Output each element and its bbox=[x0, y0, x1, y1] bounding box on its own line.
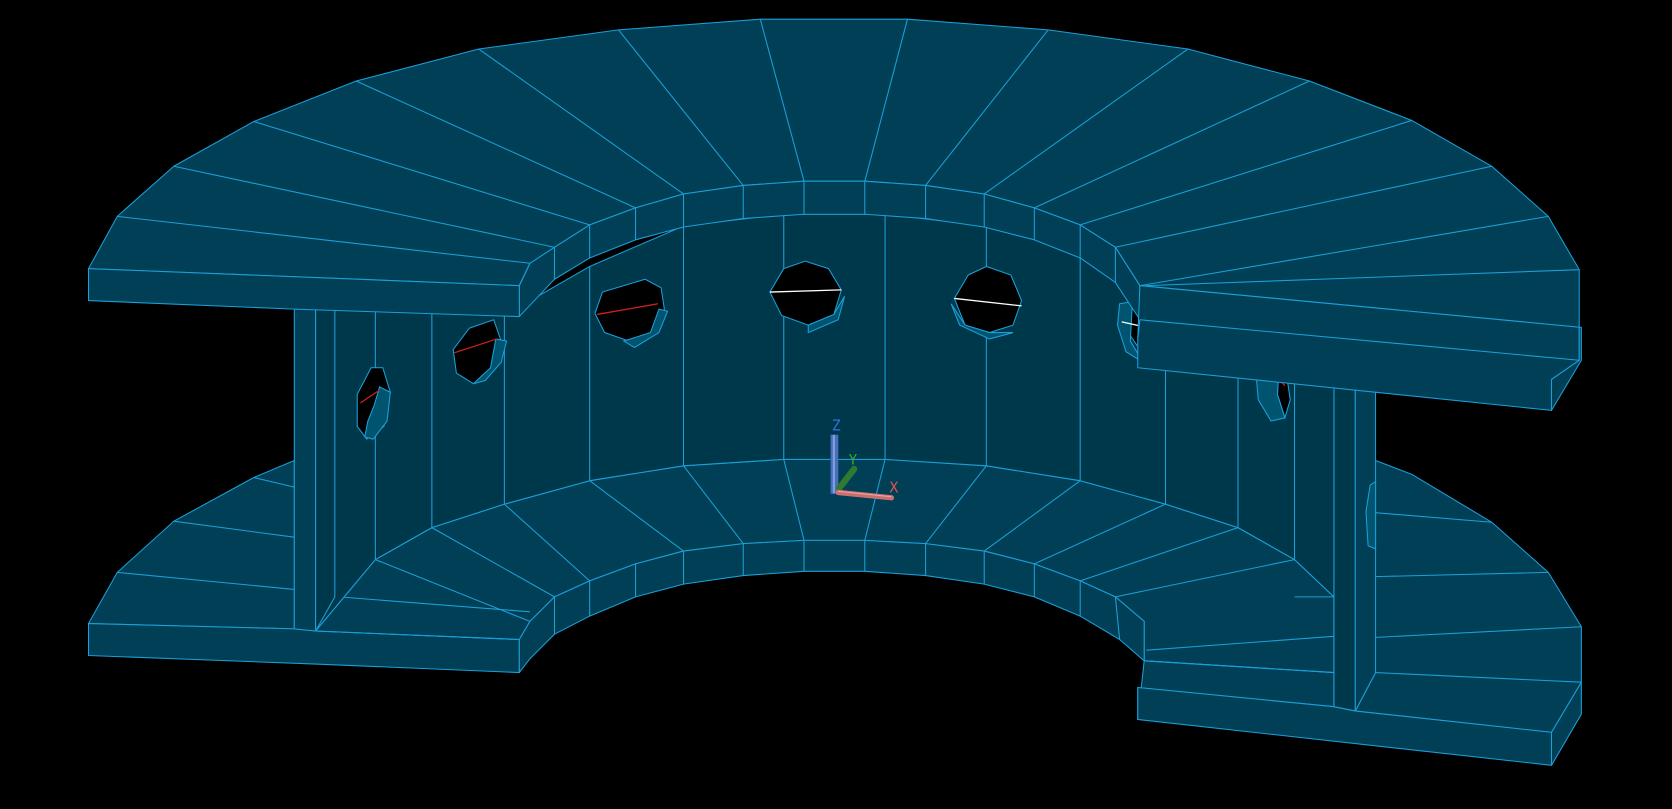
ucs-z-label: Z bbox=[832, 417, 841, 435]
ucs-icon[interactable]: Z Y X bbox=[830, 417, 899, 501]
bolt-hole-1 bbox=[356, 367, 391, 440]
top-flange bbox=[87, 18, 1582, 411]
bolt-hole-4 bbox=[769, 260, 846, 334]
bolt-hole-3 bbox=[594, 278, 669, 349]
bolt-hole-5 bbox=[950, 265, 1023, 340]
ucs-y-axis: Y bbox=[836, 453, 858, 492]
ucs-x-label: X bbox=[889, 478, 898, 496]
ucs-z-axis: Z bbox=[830, 417, 841, 494]
ucs-x-axis: X bbox=[835, 478, 898, 501]
bottom-flange bbox=[87, 457, 1582, 766]
ucs-y-label: Y bbox=[849, 453, 858, 469]
bolt-hole-8 bbox=[1365, 480, 1377, 550]
bolt-hole-2 bbox=[452, 319, 508, 385]
